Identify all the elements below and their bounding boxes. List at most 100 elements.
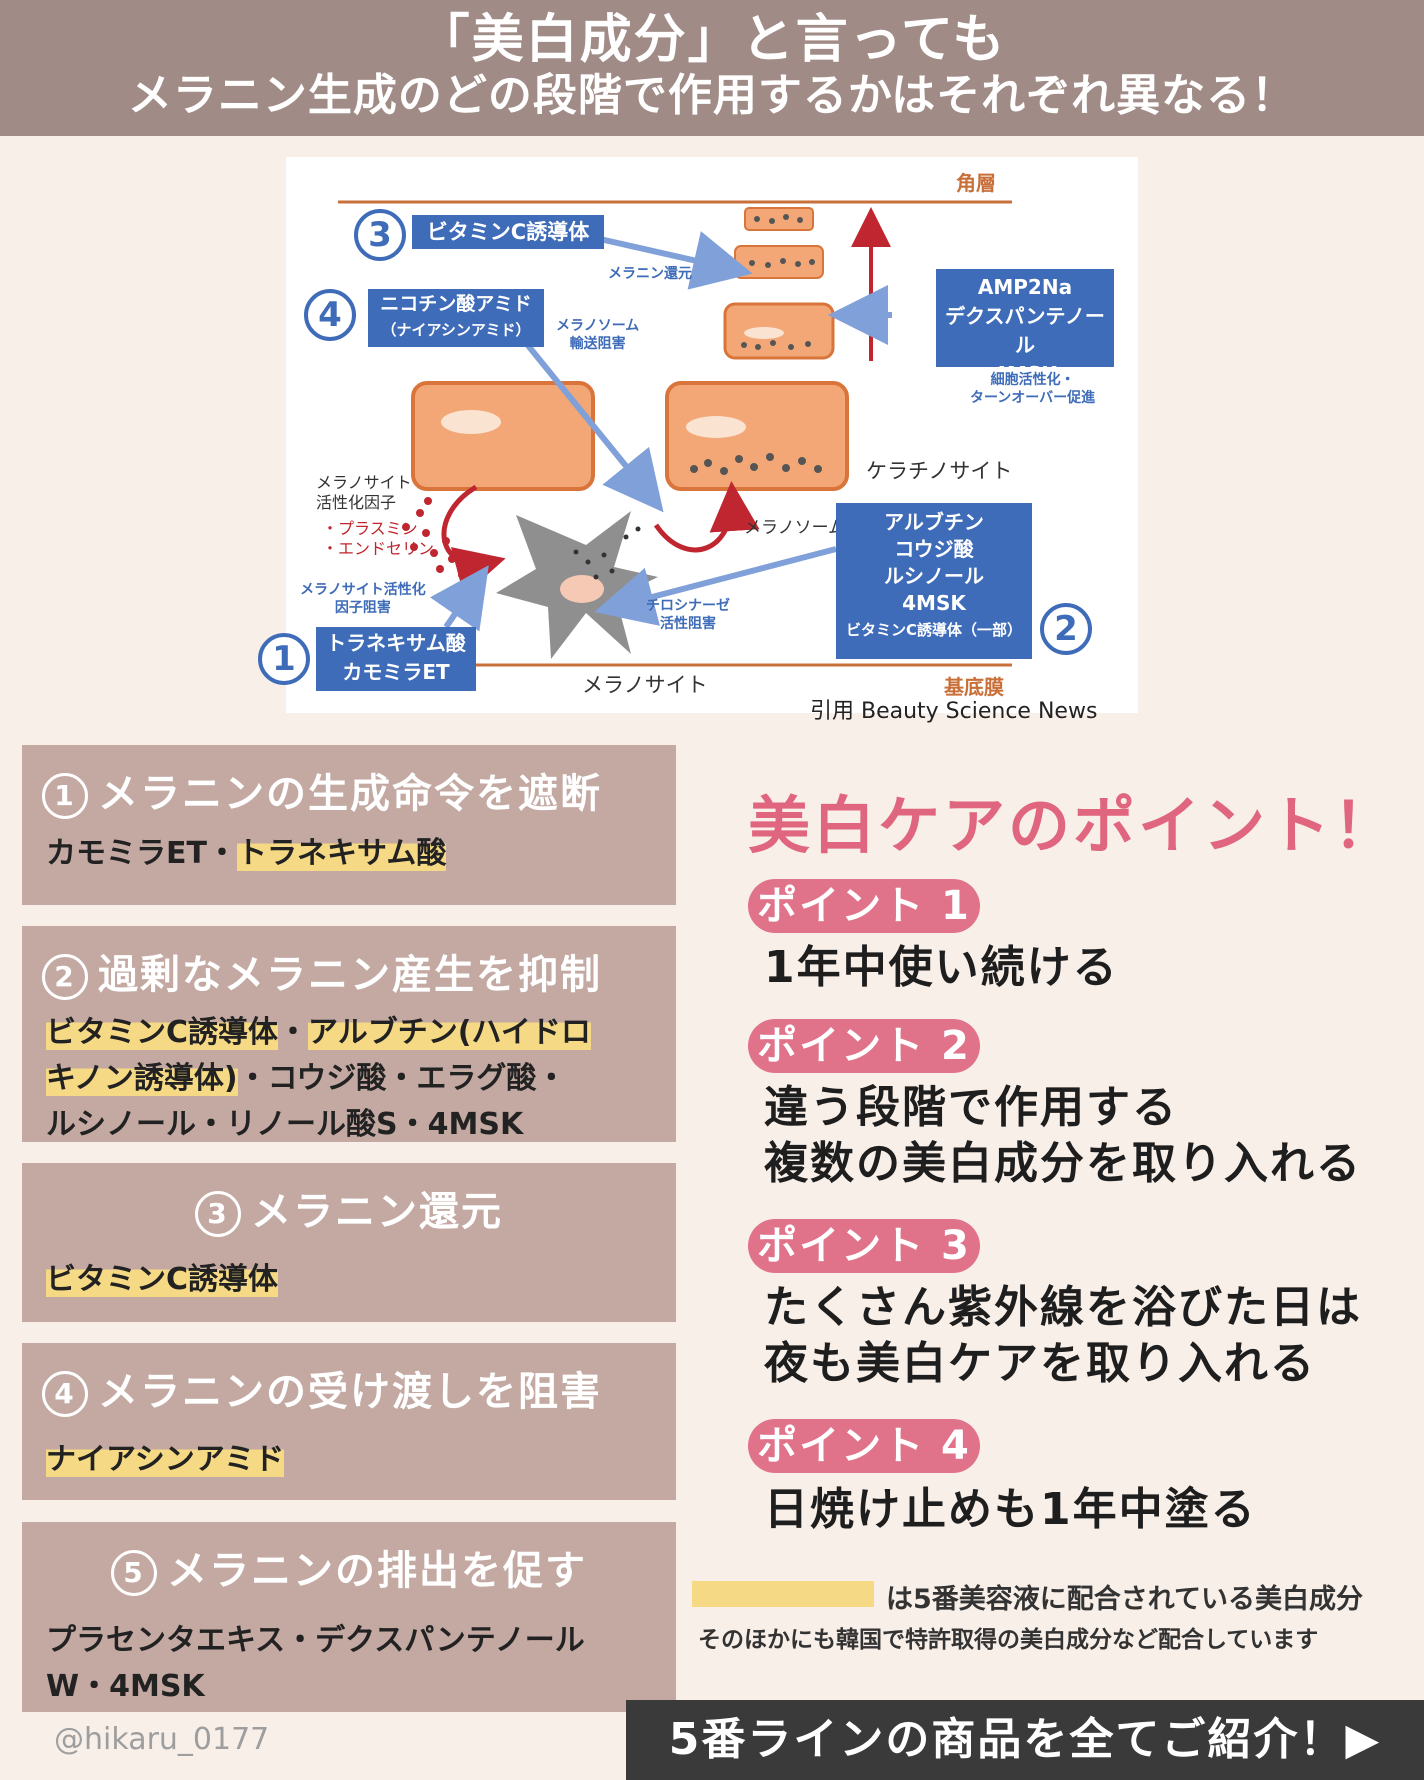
note-activator-block-line1: メラノサイト活性化	[300, 582, 426, 598]
note-activator-line2: 活性化因子	[316, 493, 397, 512]
section-2-rest2: ルシノール・リノール酸S・4MSK	[46, 1107, 524, 1142]
points-title: 美白ケアのポイント！	[748, 789, 1399, 862]
step-4-line2: （ナイアシンアミド）	[381, 321, 531, 339]
section-1-number: 1	[42, 773, 88, 819]
section-4-body: ナイアシンアミド	[46, 1437, 285, 1483]
cta-banner[interactable]: 5番ラインの商品を全てご紹介！▶	[626, 1700, 1424, 1780]
note-activator-line1: メラノサイト	[316, 473, 412, 492]
melanin-diagram: 角層 基底膜 ケラチノサイト メラノサイト メラノソーム 3 ビタミンC誘導体 …	[258, 157, 1138, 713]
melanocyte-label: メラノサイト	[582, 673, 708, 697]
point-2-line1: 違う段階で作用する	[764, 1082, 1178, 1133]
section-1-plain: カモミラET・	[46, 836, 237, 871]
note-activator-block-line2: 因子阻害	[334, 600, 391, 616]
step-5-line2: デクスパンテノール	[945, 304, 1105, 357]
point-1-line1: 1年中使い続ける	[764, 942, 1119, 993]
section-1-title-text: メラニンの生成命令を遮断	[98, 771, 602, 817]
point-4-line1: 日焼け止めも1年中塗る	[764, 1484, 1257, 1535]
step-2-box: アルブチン コウジ酸 ルシノール 4MSK ビタミンC誘導体（一部）	[836, 503, 1032, 659]
header-title-line1: 「美白成分」と言っても	[417, 10, 1007, 70]
section-2-rest1: ・コウジ酸・エラグ酸・	[237, 1061, 567, 1096]
step-4-box: ニコチン酸アミド （ナイアシンアミド）	[368, 289, 544, 347]
step-2-line5: ビタミンC誘導体（一部）	[845, 621, 1022, 639]
step-5-box: AMP2Na デクスパンテノール 4MSK	[936, 269, 1114, 386]
note-tyrosinase-line1: チロシナーゼ	[646, 598, 730, 614]
step-1-line1: トラネキサム酸	[326, 631, 466, 655]
step-4-line1: ニコチン酸アミド	[380, 293, 532, 315]
note-tyrosinase: チロシナーゼ 活性阻害	[646, 597, 730, 633]
note-turnover-line1: 細胞活性化・	[990, 372, 1075, 388]
section-3-highlight: ビタミンC誘導体	[46, 1262, 279, 1297]
section-2-number: 2	[42, 954, 88, 1000]
highlight-legend-swatch	[692, 1581, 874, 1607]
note-plasmin: ・プラスミン	[322, 519, 418, 538]
section-4-highlight: ナイアシンアミド	[46, 1442, 285, 1477]
step-2-line4: 4MSK	[902, 591, 966, 615]
section-5-line1: プラセンタエキス・デクスパンテノール	[46, 1623, 585, 1658]
note-activator: メラノサイト 活性化因子	[316, 473, 412, 513]
section-5-title-text: メラニンの排出を促す	[167, 1548, 587, 1594]
point-3-line1: たくさん紫外線を浴びた日は	[764, 1282, 1362, 1333]
stratum-corneum-label: 角層	[956, 171, 996, 195]
legend-note: そのほかにも韓国で特許取得の美白成分など配合しています	[698, 1627, 1319, 1653]
point-1-text: 1年中使い続ける	[764, 940, 1119, 996]
section-2-title-text: 過剰なメラニン産生を抑制	[98, 952, 602, 998]
note-transport-block: メラノソーム 輸送阻害	[556, 317, 639, 353]
step-2-line2: コウジ酸	[894, 537, 974, 561]
note-turnover-line2: ターンオーバー促進	[970, 390, 1096, 406]
section-1-body: カモミラET・トラネキサム酸	[46, 831, 447, 877]
section-3-title-text: メラニン還元	[251, 1189, 503, 1235]
header-title-line2: メラニン生成のどの段階で作用するかはそれぞれ異なる！	[127, 70, 1297, 121]
note-melanin-reduction: メラニン還元	[608, 266, 692, 282]
note-endothelin: ・エンドセリン	[322, 539, 435, 558]
keratinocyte-label: ケラチノサイト	[866, 459, 1013, 483]
point-4-text: 日焼け止めも1年中塗る	[764, 1482, 1257, 1538]
step-1-badge: 1	[258, 633, 310, 685]
note-transport-line2: 輸送阻害	[569, 336, 626, 352]
section-3-body: ビタミンC誘導体	[46, 1257, 279, 1303]
step-5-line3: 4MSK	[993, 362, 1057, 386]
section-2-highlight-2a: アルブチン(ハイドロ	[308, 1015, 591, 1050]
point-3-text: たくさん紫外線を浴びた日は 夜も美白ケアを取り入れる	[764, 1280, 1362, 1392]
point-2-text: 違う段階で作用する 複数の美白成分を取り入れる	[764, 1080, 1362, 1192]
point-4-badge: ポイント 4	[748, 1419, 980, 1473]
section-3-number: 3	[195, 1191, 241, 1237]
note-tyrosinase-line2: 活性阻害	[660, 616, 716, 632]
section-4-number: 4	[42, 1371, 88, 1417]
point-1-badge: ポイント 1	[748, 879, 980, 933]
step-3-box: ビタミンC誘導体	[412, 215, 604, 249]
step-4-badge: 4	[304, 289, 356, 341]
point-3-badge: ポイント 3	[748, 1219, 980, 1273]
point-2-line2: 複数の美白成分を取り入れる	[764, 1138, 1362, 1189]
note-transport-line1: メラノソーム	[556, 318, 640, 334]
section-4-title-text: メラニンの受け渡しを阻害	[98, 1369, 602, 1415]
step-5-line1: AMP2Na	[977, 275, 1073, 299]
point-3-line2: 夜も美白ケアを取り入れる	[764, 1338, 1316, 1389]
step-2-line3: ルシノール	[884, 564, 984, 588]
step-2-badge: 2	[1040, 603, 1092, 655]
melanosome-label: メラノソーム	[744, 518, 846, 538]
section-1-highlight: トラネキサム酸	[236, 836, 447, 871]
step-3-badge: 3	[354, 209, 406, 261]
legend-text: は5番美容液に配合されている美白成分	[886, 1584, 1363, 1615]
page-header: 「美白成分」と言っても メラニン生成のどの段階で作用するかはそれぞれ異なる！	[0, 0, 1424, 136]
step-2-line1: アルブチン	[884, 510, 984, 534]
note-factors: ・プラスミン ・エンドセリン	[322, 519, 434, 559]
diagram-credit: 引用 Beauty Science News	[810, 699, 1098, 724]
step-1-line2: カモミラET	[342, 660, 450, 684]
section-2-sep: ・	[278, 1015, 309, 1050]
author-handle: @hikaru_0177	[54, 1722, 270, 1757]
section-5-body: プラセンタエキス・デクスパンテノール W・4MSK	[46, 1618, 585, 1710]
note-activator-block: メラノサイト活性化 因子阻害	[300, 581, 426, 617]
section-5-line2: W・4MSK	[46, 1669, 205, 1704]
note-turnover: 細胞活性化・ ターンオーバー促進	[970, 371, 1095, 407]
